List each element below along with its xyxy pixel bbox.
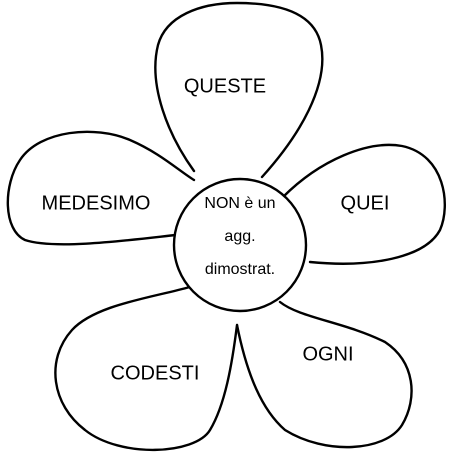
petal-top [154, 1, 324, 179]
petal-label-left: MEDESIMO [42, 192, 151, 214]
flower-center [172, 177, 308, 313]
petal-label-right: QUEI [341, 192, 390, 214]
petal-left [6, 130, 196, 246]
petal-label-bottom-right: OGNI [302, 343, 353, 365]
petal-bottom-left [54, 285, 239, 452]
petal-bottom-right [235, 300, 413, 449]
petal-label-bottom-left: CODESTI [111, 362, 200, 384]
center-line-3: dimostrat. [205, 261, 275, 278]
center-line-2: agg. [224, 228, 255, 245]
center-line-1: NON è un [204, 195, 275, 212]
petal-right [281, 143, 446, 265]
petal-label-top: QUESTE [184, 75, 266, 97]
